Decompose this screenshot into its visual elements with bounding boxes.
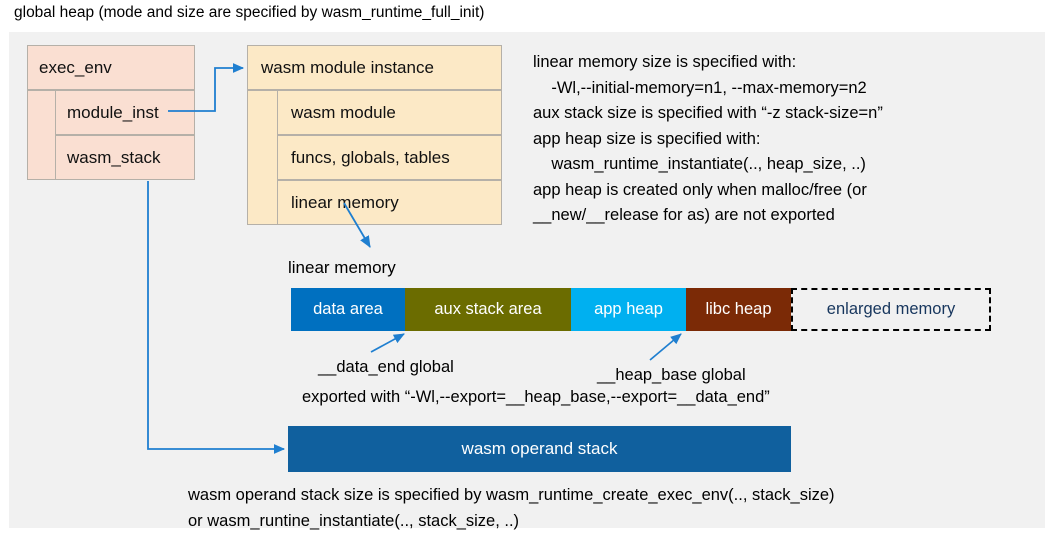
operand-stack-notes: wasm operand stack size is specified by … [188,486,835,530]
wasm-module-instance-row-wasm-module: wasm module [277,90,502,135]
memory-segment-libc-heap: libc heap [686,288,791,331]
exec-env-box: exec_env module_inst wasm_stack [27,45,195,180]
wasm-operand-stack-box: wasm operand stack [288,426,791,472]
memory-segment-app-heap: app heap [571,288,686,331]
exec-env-row-wasm-stack: wasm_stack [55,135,195,180]
linear-memory-label: linear memory [288,258,396,277]
wasm-module-instance-row-funcs-globals-tables: funcs, globals, tables [277,135,502,180]
annotation-data-end: __data_end global [318,358,454,376]
annotation-export-flags: exported with “-Wl,--export=__heap_base,… [302,388,770,406]
linear-memory-notes: linear memory size is specified with: -W… [533,53,883,224]
wasm-module-instance-box: wasm module instance wasm module funcs, … [247,45,502,225]
annotation-heap-base: __heap_base global [597,366,746,384]
memory-segment-enlarged-memory: enlarged memory [791,288,991,331]
memory-segment-data-area: data area [291,288,405,331]
exec-env-row-module-inst: module_inst [55,90,195,135]
wasm-module-instance-row-linear-memory: linear memory [277,180,502,225]
exec-env-header: exec_env [27,45,195,90]
wasm-module-instance-header: wasm module instance [247,45,502,90]
page-title: global heap (mode and size are specified… [14,4,485,21]
memory-segment-aux-stack-area: aux stack area [405,288,571,331]
